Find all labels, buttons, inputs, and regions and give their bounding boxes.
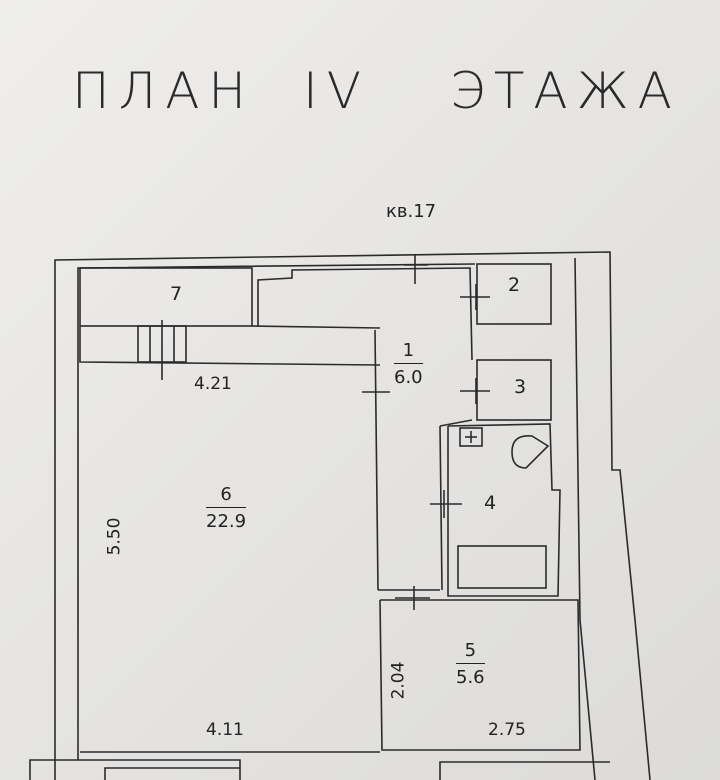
room-6-label: 6 22.9 — [206, 484, 247, 532]
sink-symbol — [459, 427, 483, 447]
dimension-room6-left: 5.50 — [104, 517, 125, 556]
outer-wall-inner-right — [574, 257, 596, 780]
room-5-area: 5.6 — [456, 667, 485, 688]
room-4-outline — [447, 423, 561, 597]
toilet-symbol — [511, 435, 550, 469]
room-3-outline — [476, 359, 552, 421]
bathtub — [457, 545, 547, 589]
plan-title: ПЛАН IV ЭТАЖА — [72, 62, 681, 120]
title-word-plan: ПЛАН — [72, 62, 255, 120]
title-word-floor: ЭТАЖА — [449, 62, 681, 120]
room-5-outline — [379, 599, 581, 751]
dimension-room6-bottom: 4.11 — [206, 720, 244, 740]
room-6-area: 22.9 — [206, 511, 247, 532]
room-7-number: 7 — [170, 283, 183, 305]
room-2-outline — [476, 263, 552, 325]
room-5-number: 5 — [456, 640, 485, 664]
room-7-lower-strip — [79, 326, 381, 366]
outer-wall-left — [54, 251, 651, 780]
room-3-number: 3 — [514, 376, 527, 398]
room-1-number: 1 — [394, 340, 423, 364]
room-1-label: 1 6.0 — [394, 340, 423, 388]
room-1-area: 6.0 — [394, 367, 423, 388]
inner-wall-left — [77, 263, 476, 760]
dimension-room6-top: 4.21 — [194, 374, 232, 394]
apartment-number-label: кв.17 — [386, 201, 437, 222]
dimension-room5-left: 2.04 — [388, 661, 409, 700]
room-7-outline — [79, 267, 253, 327]
room-4-number: 4 — [484, 492, 497, 514]
title-word-floor-number: IV — [303, 62, 370, 120]
room-5-label: 5 5.6 — [456, 640, 485, 688]
room-2-number: 2 — [508, 274, 521, 296]
room-1-outline — [257, 267, 473, 361]
room-7-wall-divider — [251, 325, 381, 329]
room-6-number: 6 — [206, 484, 247, 508]
dimension-room5-bottom: 2.75 — [488, 720, 526, 740]
